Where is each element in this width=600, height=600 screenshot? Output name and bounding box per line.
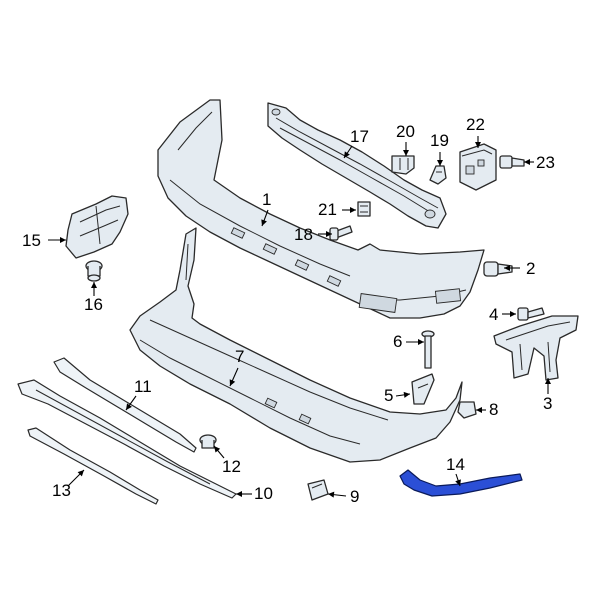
callout-label-2: 2 <box>526 259 535 278</box>
callout-label-5: 5 <box>384 386 393 405</box>
part-5-clip <box>411 373 435 405</box>
part-17-reinforcement-bar <box>267 102 447 229</box>
part-12-clip <box>199 434 217 449</box>
callout-arrowhead-8 <box>476 407 482 413</box>
callout-12: 12 <box>213 445 241 476</box>
callout-label-8: 8 <box>489 400 498 419</box>
callout-18: 18 <box>294 225 332 244</box>
callout-arrowhead-3 <box>545 378 551 384</box>
callout-arrowhead-16 <box>91 282 97 288</box>
callout-1: 1 <box>261 190 271 227</box>
part-9-connector <box>307 479 329 501</box>
callout-arrowhead-7 <box>229 379 236 386</box>
callout-16: 16 <box>84 282 103 314</box>
part-10-lower-trim <box>17 379 237 499</box>
part-14-trim-strip <box>399 469 523 497</box>
callout-label-10: 10 <box>254 484 273 503</box>
callout-arrowhead-1 <box>261 219 267 226</box>
part-15-side-bracket <box>65 195 129 259</box>
callout-arrowhead-14 <box>455 479 461 486</box>
callout-arrowhead-9 <box>328 491 335 498</box>
callout-23: 23 <box>524 153 555 172</box>
callout-label-20: 20 <box>396 122 415 141</box>
callout-label-13: 13 <box>52 481 71 500</box>
callout-4: 4 <box>489 305 516 324</box>
callout-3: 3 <box>543 378 552 413</box>
part-1-upper-bumper-cover <box>157 99 485 319</box>
callout-21: 21 <box>318 200 356 219</box>
callout-label-17: 17 <box>350 127 369 146</box>
callout-arrowhead-10 <box>236 491 242 497</box>
part-16-push-clip <box>85 260 103 282</box>
callout-label-3: 3 <box>543 394 552 413</box>
part-18-screw <box>329 225 353 241</box>
callout-14: 14 <box>446 455 465 487</box>
callout-arrowhead-11 <box>126 403 132 410</box>
callout-arrowhead-4 <box>510 311 516 317</box>
callout-arrowhead-18 <box>326 231 332 237</box>
callout-arrowhead-19 <box>437 160 443 166</box>
part-3-bracket <box>493 315 579 381</box>
callout-label-22: 22 <box>466 115 485 134</box>
callout-label-7: 7 <box>235 347 244 366</box>
part-6-pin <box>421 330 435 369</box>
callout-label-16: 16 <box>84 295 103 314</box>
part-23-bolt <box>499 155 525 169</box>
callout-label-9: 9 <box>350 487 359 506</box>
part-22-sensor-module <box>459 143 497 191</box>
callout-arrowhead-22 <box>475 142 481 148</box>
callout-label-21: 21 <box>318 200 337 219</box>
callout-label-15: 15 <box>22 231 41 250</box>
callout-15: 15 <box>22 231 66 250</box>
callout-label-4: 4 <box>489 305 498 324</box>
part-21-clip <box>357 201 371 217</box>
callout-7: 7 <box>229 347 244 387</box>
callout-17: 17 <box>343 127 369 159</box>
callout-8: 8 <box>476 400 498 419</box>
callout-label-1: 1 <box>262 190 271 209</box>
callout-2: 2 <box>504 259 535 278</box>
part-8-retainer <box>457 401 477 419</box>
callout-arrowhead-20 <box>403 150 409 156</box>
part-20-bracket <box>391 155 415 175</box>
callout-label-11: 11 <box>134 377 152 396</box>
callout-label-12: 12 <box>222 457 241 476</box>
part-19-connector <box>429 165 447 185</box>
callout-label-14: 14 <box>446 455 465 474</box>
callout-arrowhead-12 <box>214 446 221 453</box>
callout-arrowhead-21 <box>350 207 356 213</box>
callout-arrowhead-23 <box>524 159 530 165</box>
callout-10: 10 <box>236 484 273 503</box>
callout-arrowhead-6 <box>418 339 424 345</box>
callout-label-23: 23 <box>536 153 555 172</box>
callout-20: 20 <box>396 122 415 156</box>
callout-arrowhead-17 <box>344 151 350 158</box>
part-13-lower-molding <box>27 427 159 505</box>
part-4-screw <box>517 307 545 321</box>
callout-arrowhead-5 <box>403 391 410 398</box>
callout-13: 13 <box>52 469 85 500</box>
callout-arrowhead-15 <box>60 237 66 243</box>
callout-11: 11 <box>125 377 152 411</box>
callout-arrowhead-2 <box>504 265 510 271</box>
callout-6: 6 <box>393 332 424 351</box>
callout-22: 22 <box>466 115 485 148</box>
highlighted-part-14 <box>399 469 523 497</box>
callout-label-18: 18 <box>294 225 313 244</box>
part-11-trim-strip <box>53 357 197 453</box>
callout-9: 9 <box>327 487 359 506</box>
callout-5: 5 <box>384 386 411 405</box>
part-7-lower-bumper-cover <box>129 227 463 463</box>
callout-19: 19 <box>430 131 449 166</box>
callout-label-6: 6 <box>393 332 402 351</box>
callout-arrowhead-13 <box>77 470 84 477</box>
callout-label-19: 19 <box>430 131 449 150</box>
